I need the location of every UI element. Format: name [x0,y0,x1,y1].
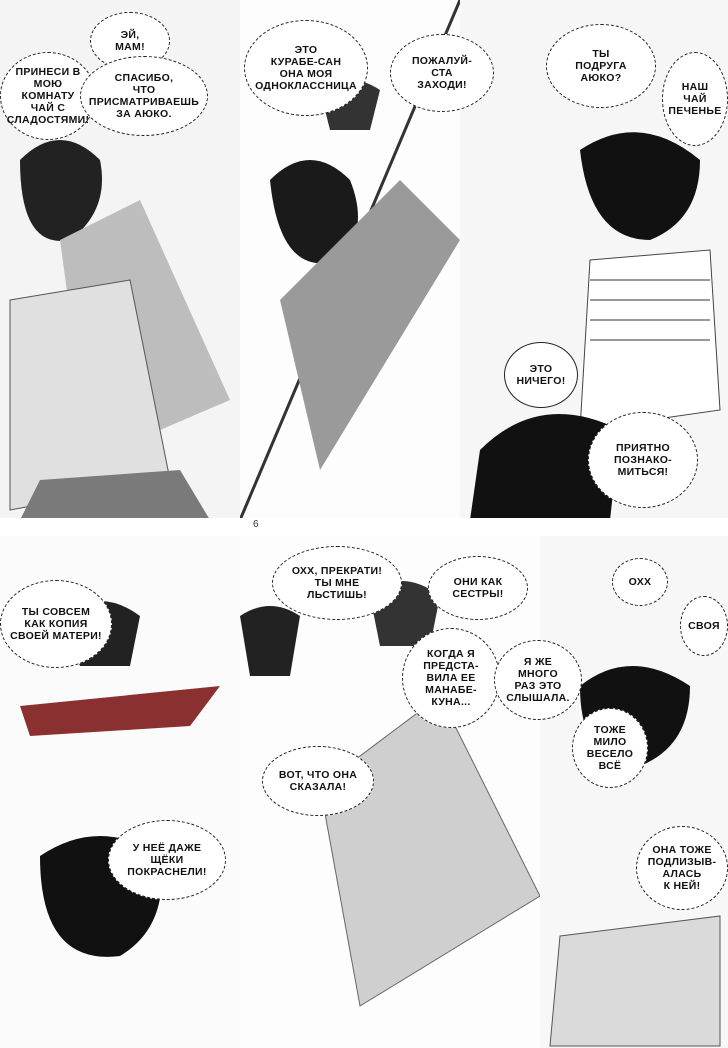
panel-gutter [0,518,728,536]
speech-bubble: ПРИЯТНО ПОЗНАКО- МИТЬСЯ! [588,412,698,508]
speech-bubble: У НЕЁ ДАЖЕ ЩЁКИ ПОКРАСНЕЛИ! [108,820,226,900]
panel-bottom-right [540,536,728,1048]
speech-bubble: ЭТО НИЧЕГО! [504,342,578,408]
page-number: 6 [253,519,259,530]
speech-bubble: СПАСИБО, ЧТО ПРИСМАТРИВАЕШЬ ЗА АЮКО. [80,56,208,136]
speech-bubble: ПРИНЕСИ В МОЮ КОМНАТУ ЧАЙ С СЛАДОСТЯМИ! [0,52,96,140]
speech-bubble: ТЫ ПОДРУГА АЮКО? [546,24,656,108]
speech-bubble: ОНИ КАК СЕСТРЫ! [428,556,528,620]
speech-bubble: ВОТ, ЧТО ОНА СКАЗАЛА! [262,746,374,816]
speech-bubble: СВОЯ [680,596,728,656]
speech-bubble: ОНА ТОЖЕ ПОДЛИЗЫВ- АЛАСЬ К НЕЙ! [636,826,728,910]
speech-bubble: НАШ ЧАЙ ПЕЧЕНЬЕ [662,52,728,146]
speech-bubble: ТОЖЕ МИЛО ВЕСЕЛО ВСЁ [572,708,648,788]
speech-bubble: Я ЖЕ МНОГО РАЗ ЭТО СЛЫШАЛА. [494,640,582,720]
speech-bubble: ОХХ [612,558,668,606]
speech-bubble: ТЫ СОВСЕМ КАК КОПИЯ СВОЕЙ МАТЕРИ! [0,580,112,668]
speech-bubble: ЭТО КУРАБЕ-САН ОНА МОЯ ОДНОКЛАССНИЦА [244,20,368,116]
speech-bubble: ОХХ, ПРЕКРАТИ! ТЫ МНЕ ЛЬСТИШЬ! [272,546,402,620]
speech-bubble: КОГДА Я ПРЕДСТА- ВИЛА ЕЕ МАНАБЕ- КУНА... [402,628,500,728]
speech-bubble: ПОЖАЛУЙ- СТА ЗАХОДИ! [390,34,494,112]
